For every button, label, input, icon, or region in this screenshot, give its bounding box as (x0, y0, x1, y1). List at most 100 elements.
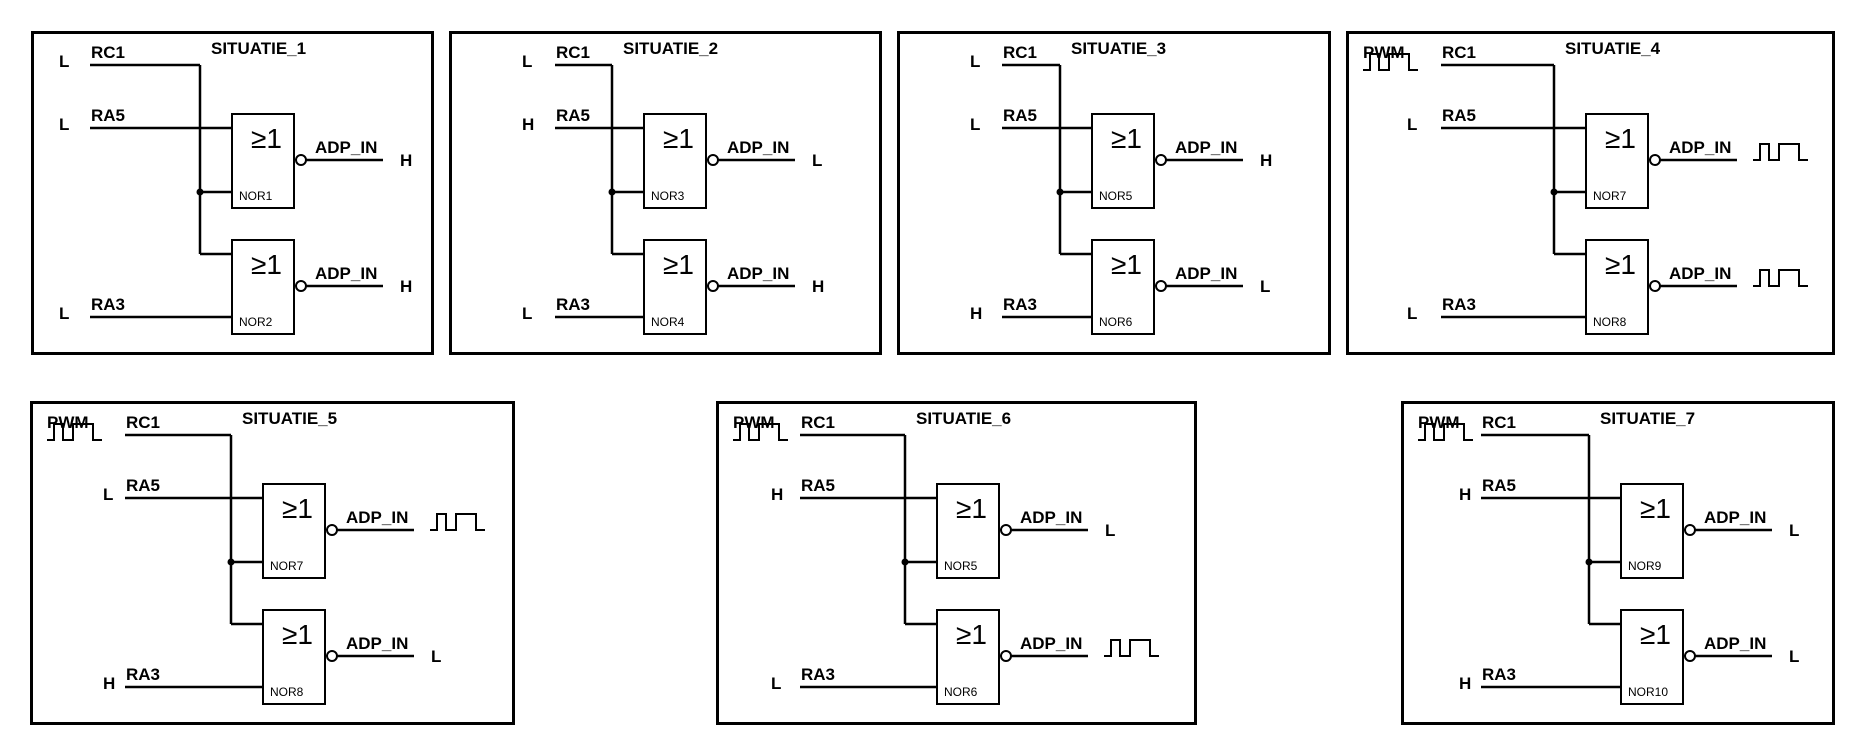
ra5-label: RA5 (1442, 106, 1477, 125)
output-pwm-waveform-icon (430, 513, 485, 531)
wiring (47, 423, 485, 689)
inversion-bubble-icon (1155, 280, 1167, 292)
gate-name: NOR9 (1628, 559, 1662, 573)
inversion-bubble-icon (1000, 650, 1012, 662)
rc1-label: RC1 (1003, 43, 1038, 62)
pwm-label: PWM (1418, 413, 1460, 432)
ra3-label: RA3 (556, 295, 591, 314)
panel-title: SITUATIE_6 (916, 409, 1012, 428)
ra5-label: RA5 (91, 106, 126, 125)
output-label: ADP_IN (346, 508, 409, 527)
wiring (555, 63, 795, 319)
junction-dot (196, 188, 204, 196)
panel-title: SITUATIE_7 (1600, 409, 1696, 428)
inversion-bubble-icon (1649, 154, 1661, 166)
ra3-level: L (771, 674, 782, 693)
gate-symbol: ≥1 (282, 493, 313, 524)
gate-name: NOR7 (1593, 189, 1627, 203)
pwm-waveform-icon (1363, 53, 1418, 71)
gate-name: NOR6 (1099, 315, 1133, 329)
output-level: L (812, 151, 823, 170)
rc1-label: RC1 (126, 413, 161, 432)
output-level: L (1105, 521, 1116, 540)
wiring (90, 63, 383, 319)
output-label: ADP_IN (315, 264, 378, 283)
output-label: ADP_IN (1704, 508, 1767, 527)
inversion-bubble-icon (1155, 154, 1167, 166)
output-level: L (1260, 277, 1271, 296)
output-level: H (812, 277, 825, 296)
wiring (1002, 63, 1243, 319)
ra3-label: RA3 (91, 295, 126, 314)
output-level: L (1789, 647, 1800, 666)
ra3-level: L (522, 304, 533, 323)
ra3-level: H (103, 674, 116, 693)
junction-dot (608, 188, 616, 196)
inversion-bubble-icon (295, 154, 307, 166)
gate-symbol: ≥1 (1111, 249, 1142, 280)
gate-symbol: ≥1 (251, 249, 282, 280)
output-label: ADP_IN (1175, 138, 1238, 157)
output-label: ADP_IN (1175, 264, 1238, 283)
ra5-label: RA5 (1003, 106, 1038, 125)
panel-title: SITUATIE_1 (211, 39, 307, 58)
rc1-level: L (522, 52, 533, 71)
ra5-level: H (1459, 485, 1472, 504)
ra3-label: RA3 (1482, 665, 1517, 684)
rc1-label: RC1 (556, 43, 591, 62)
gate-symbol: ≥1 (663, 123, 694, 154)
ra3-label: RA3 (126, 665, 161, 684)
ra5-level: L (59, 115, 70, 134)
gate-name: NOR7 (270, 559, 304, 573)
gate-name: NOR5 (944, 559, 978, 573)
rc1-level: L (970, 52, 981, 71)
output-label: ADP_IN (1020, 634, 1083, 653)
ra5-level: L (970, 115, 981, 134)
pwm-label: PWM (47, 413, 89, 432)
rc1-label: RC1 (1442, 43, 1477, 62)
ra5-label: RA5 (801, 476, 836, 495)
ra3-level: H (970, 304, 983, 323)
gate-name: NOR1 (239, 189, 273, 203)
panel-title: SITUATIE_3 (1071, 39, 1167, 58)
rc1-label: RC1 (1482, 413, 1517, 432)
gate-symbol: ≥1 (1605, 249, 1636, 280)
gate-symbol: ≥1 (1640, 493, 1671, 524)
panel-title: SITUATIE_4 (1565, 39, 1661, 58)
output-label: ADP_IN (1669, 138, 1732, 157)
gate-name: NOR8 (270, 685, 304, 699)
ra3-label: RA3 (1442, 295, 1477, 314)
gate-symbol: ≥1 (251, 123, 282, 154)
ra3-label: RA3 (801, 665, 836, 684)
ra3-level: H (1459, 674, 1472, 693)
output-pwm-waveform-icon (1753, 269, 1808, 287)
junction-dot (901, 558, 909, 566)
gate-name: NOR5 (1099, 189, 1133, 203)
gate-name: NOR2 (239, 315, 273, 329)
inversion-bubble-icon (1684, 650, 1696, 662)
ra5-level: H (522, 115, 535, 134)
junction-dot (227, 558, 235, 566)
ra3-label: RA3 (1003, 295, 1038, 314)
output-level: L (1789, 521, 1800, 540)
ra5-level: H (771, 485, 784, 504)
ra5-level: L (103, 485, 114, 504)
inversion-bubble-icon (326, 524, 338, 536)
inversion-bubble-icon (1684, 524, 1696, 536)
rc1-label: RC1 (91, 43, 126, 62)
output-level: H (400, 151, 413, 170)
ra3-level: L (59, 304, 70, 323)
